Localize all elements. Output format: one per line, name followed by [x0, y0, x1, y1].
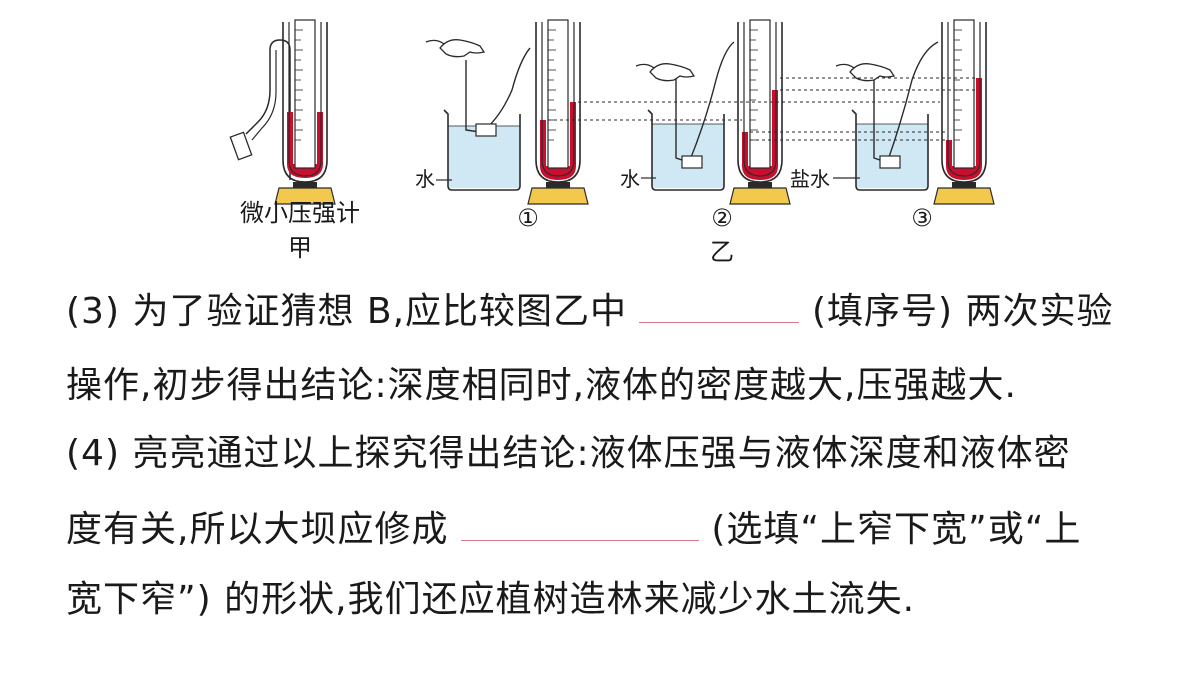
liquid-label-3: 盐水: [790, 167, 830, 191]
experiment-3: [835, 19, 995, 205]
experiment-1: [425, 19, 589, 205]
experiment-number-1: ①: [517, 204, 539, 232]
level-guide-lines: [548, 77, 976, 141]
q3-text-b: (填序号) 两次实验: [811, 291, 1114, 332]
q4-text-b: (选填“上窄下宽”或“上: [711, 509, 1082, 550]
question-4-line-1: (4) 亮亮通过以上探究得出结论:液体压强与液体深度和液体密: [66, 433, 1071, 474]
answer-blank-2[interactable]: [460, 510, 699, 541]
question-4-line-3: 宽下窄”) 的形状,我们还应植树造林来减少水土流失.: [66, 579, 916, 620]
experiment-number-2: ②: [711, 204, 733, 232]
liquid-label-1: 水: [415, 167, 435, 191]
question-3-line-1: (3) 为了验证猜想 B,应比较图乙中 (填序号) 两次实验: [66, 292, 1166, 330]
answer-blank-1[interactable]: [639, 292, 800, 323]
experiment-2: [635, 19, 791, 205]
question-3-line-2: 操作,初步得出结论:深度相同时,液体的密度越大,压强越大.: [66, 365, 1017, 406]
gauge-label: 微小压强计: [240, 199, 360, 227]
yi-label: 乙: [710, 238, 734, 266]
liquid-label-2: 水: [620, 167, 640, 191]
question-4-line-2: 度有关,所以大坝应修成 (选填“上窄下宽”或“上: [66, 510, 1166, 548]
gauge-jia: [229, 19, 336, 205]
q4-text-a: 度有关,所以大坝应修成: [66, 509, 449, 550]
jia-label: 甲: [288, 234, 312, 262]
q3-text-a: (3) 为了验证猜想 B,应比较图乙中: [66, 291, 628, 332]
pressure-experiment-figure: 微小压强计 甲 水 ① 水 ② 乙: [229, 19, 995, 266]
experiment-number-3: ③: [911, 204, 933, 232]
